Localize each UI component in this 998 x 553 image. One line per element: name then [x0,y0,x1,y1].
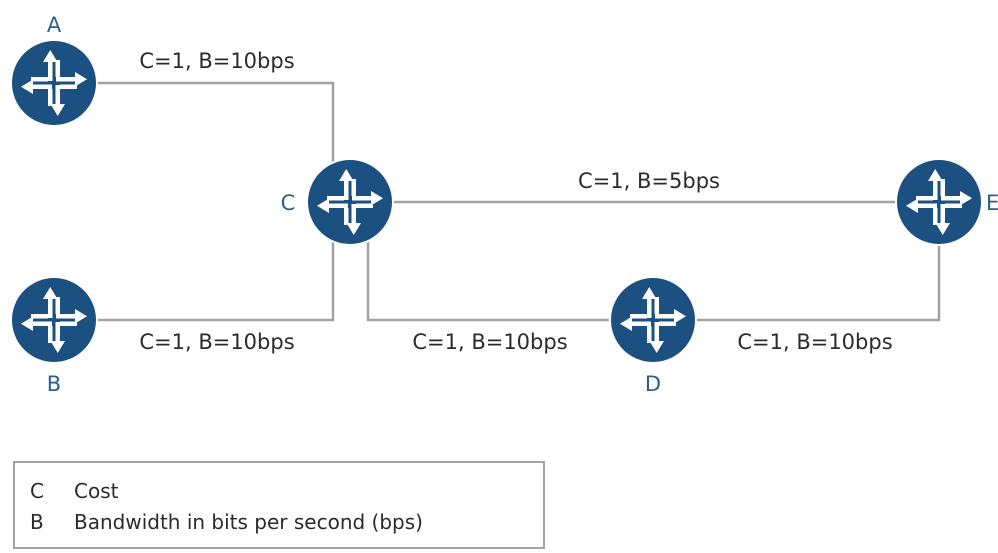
link-b-c [96,238,335,322]
node-label-e: E [986,191,998,215]
node-label-d: D [645,372,661,396]
link-label-b-c: C=1, B=10bps [139,330,294,354]
legend-key-cost: C [30,479,44,503]
link-d-e [695,243,941,322]
node-label-b: B [47,372,61,396]
link-c-d [366,238,612,322]
link-label-d-e: C=1, B=10bps [737,330,892,354]
legend-key-bandwidth: B [30,510,44,534]
router-icon [609,276,697,364]
legend-text-bandwidth: Bandwidth in bits per second (bps) [74,510,423,534]
link-label-a-c: C=1, B=10bps [139,49,294,73]
router-icon [10,39,98,127]
legend-box [13,461,545,549]
router-icon [10,276,98,364]
link-a-c [96,81,335,165]
node-label-a: A [47,13,62,37]
node-label-c: C [281,191,296,215]
legend-text-cost: Cost [74,479,119,503]
router-icon [306,158,394,246]
router-d [609,276,697,364]
router-c [306,158,394,246]
link-label-c-e: C=1, B=5bps [578,169,720,193]
router-e [895,158,983,246]
router-icon [895,158,983,246]
legend: C Cost B Bandwidth in bits per second (b… [13,461,545,549]
router-b [10,276,98,364]
router-a [10,39,98,127]
link-label-c-d: C=1, B=10bps [412,330,567,354]
